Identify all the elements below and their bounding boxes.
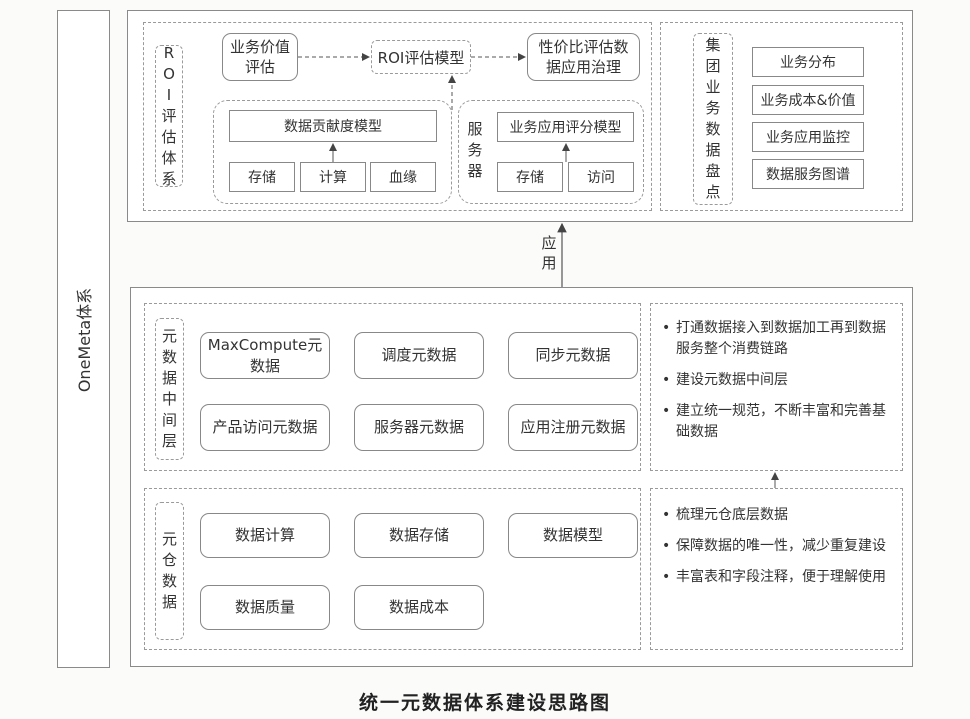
- app-score-text: 业务应用评分模型: [509, 120, 622, 136]
- wh-item-1: 数据存储: [354, 513, 484, 558]
- cost-perf-box: 性价比评估数据应用治理: [527, 33, 640, 81]
- meta-left-frame: [144, 303, 641, 471]
- meta-item-2-text: 同步元数据: [535, 346, 611, 365]
- wh-note-1: 保障数据的唯一性，减少重复建设: [662, 536, 896, 557]
- access-box: 访问: [568, 162, 634, 192]
- warehouse-label-text: 元仓数据: [162, 530, 178, 611]
- access-text: 访问: [587, 170, 615, 186]
- meta-item-1: 调度元数据: [354, 332, 484, 379]
- group-item-2: 业务应用监控: [752, 122, 864, 152]
- wh-item-3-text: 数据质量: [234, 598, 295, 617]
- meta-item-4: 服务器元数据: [354, 404, 484, 451]
- server-label: 服务器: [464, 110, 486, 190]
- caption: 统一元数据体系建设思路图: [358, 692, 611, 714]
- wh-note-2: 丰富表和字段注释，便于理解使用: [662, 567, 896, 588]
- wh-note-0: 梳理元仓底层数据: [662, 505, 896, 526]
- contrib-model-box: 数据贡献度模型: [229, 110, 437, 142]
- roi-model-box: ROI评估模型: [371, 40, 471, 74]
- contrib-group: [213, 100, 452, 204]
- meta-item-3: 产品访问元数据: [200, 404, 330, 451]
- contrib-model-text: 数据贡献度模型: [284, 119, 382, 135]
- meta-item-3-text: 产品访问元数据: [212, 418, 318, 437]
- meta-item-0-text: MaxCompute元数据: [207, 336, 323, 375]
- onemeta-column: [57, 10, 110, 668]
- meta-right-frame: [650, 303, 903, 471]
- group-label-text: 集团业务数据盘点: [705, 36, 721, 201]
- storage-box: 存储: [229, 162, 295, 192]
- wh-left-frame: [144, 488, 641, 650]
- app-score-box: 业务应用评分模型: [497, 112, 634, 142]
- wh-item-4: 数据成本: [354, 585, 484, 630]
- meta-note-2: 建立统一规范，不断丰富和完善基础数据: [662, 401, 896, 443]
- compute-text: 计算: [319, 170, 347, 186]
- value-eval-text: 业务价值评估: [229, 37, 290, 76]
- value-eval-box: 业务价值评估: [222, 33, 298, 81]
- server-label-text: 服务器: [467, 119, 483, 180]
- group-item-1: 业务成本&价值: [752, 85, 864, 115]
- storage-text: 存储: [248, 170, 276, 186]
- roi-model-text: ROI评估模型: [377, 48, 465, 67]
- storage2-text: 存储: [516, 170, 544, 186]
- wh-item-4-text: 数据成本: [388, 598, 449, 617]
- roi-label-text: ROI评估体系: [161, 43, 177, 188]
- wh-item-0: 数据计算: [200, 513, 330, 558]
- meta-item-4-text: 服务器元数据: [373, 418, 464, 437]
- lineage-box: 血缘: [370, 162, 436, 192]
- meta-item-5-text: 应用注册元数据: [520, 418, 626, 437]
- meta-item-1-text: 调度元数据: [381, 346, 457, 365]
- roi-inner-frame: [143, 22, 652, 211]
- group-item-3: 数据服务图谱: [752, 159, 864, 189]
- lineage-text: 血缘: [389, 170, 417, 186]
- meta-note-1: 建设元数据中间层: [662, 370, 896, 391]
- compute-box: 计算: [300, 162, 366, 192]
- wh-item-1-text: 数据存储: [388, 526, 449, 545]
- meta-layer-label-text: 元数据中间层: [162, 327, 178, 450]
- group-item-0: 业务分布: [752, 47, 864, 77]
- group-item-0-text: 业务分布: [780, 55, 836, 71]
- storage2-box: 存储: [497, 162, 563, 192]
- group-item-1-text: 业务成本&价值: [760, 93, 856, 109]
- roi-label: ROI评估体系: [155, 43, 183, 188]
- meta-note-0: 打通数据接入到数据加工再到数据服务整个消费链路: [662, 318, 896, 360]
- wh-item-3: 数据质量: [200, 585, 330, 630]
- meta-notes: 打通数据接入到数据加工再到数据服务整个消费链路 建设元数据中间层 建立统一规范，…: [662, 318, 896, 453]
- meta-item-5: 应用注册元数据: [508, 404, 638, 451]
- group-inner-frame: [660, 22, 903, 211]
- wh-item-2-text: 数据模型: [542, 526, 603, 545]
- meta-layer-label: 元数据中间层: [155, 318, 184, 460]
- group-label: 集团业务数据盘点: [693, 33, 733, 205]
- group-item-3-text: 数据服务图谱: [766, 167, 850, 183]
- apply-label: 应用: [541, 234, 557, 272]
- wh-item-0-text: 数据计算: [234, 526, 295, 545]
- meta-item-2: 同步元数据: [508, 332, 638, 379]
- cost-perf-text: 性价比评估数据应用治理: [538, 37, 629, 76]
- wh-notes: 梳理元仓底层数据 保障数据的唯一性，减少重复建设 丰富表和字段注释，便于理解使用: [662, 505, 896, 598]
- wh-item-2: 数据模型: [508, 513, 638, 558]
- server-group: [458, 100, 644, 204]
- warehouse-label: 元仓数据: [155, 502, 184, 640]
- group-item-2-text: 业务应用监控: [766, 130, 850, 146]
- meta-item-0: MaxCompute元数据: [200, 332, 330, 379]
- wh-right-frame: [650, 488, 903, 650]
